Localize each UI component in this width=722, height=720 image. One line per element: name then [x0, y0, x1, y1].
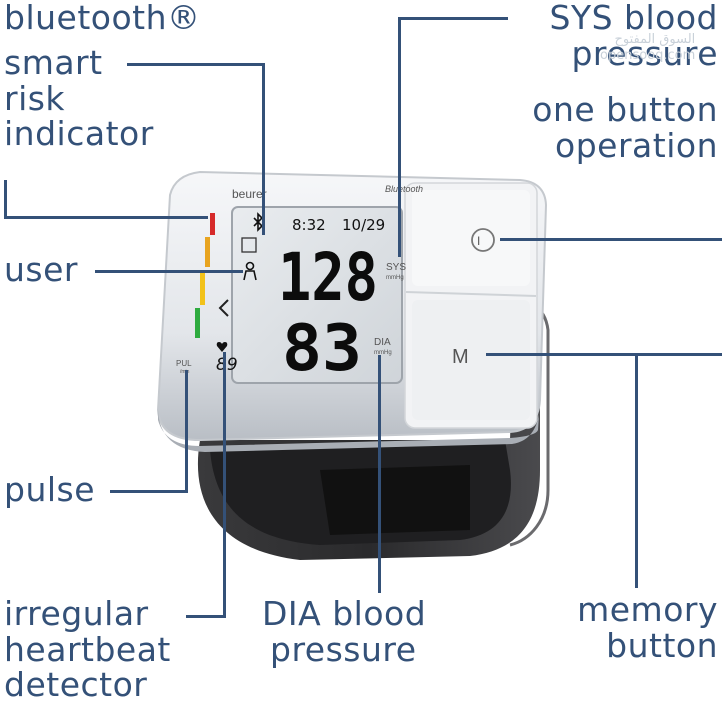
label-sys: SYS blood pressure — [549, 0, 718, 73]
sys-readout: 128 — [278, 239, 378, 316]
risk-bar-red — [210, 213, 215, 235]
label-memory: memory button — [577, 590, 718, 665]
label-dia: DIA blood pressure — [262, 594, 427, 669]
heart-icon — [216, 342, 228, 352]
dia-unit: mmHg — [374, 350, 392, 356]
label-one-button: one button operation — [532, 90, 718, 165]
sys-unit: mmHg — [386, 275, 404, 281]
leader-risk-v — [4, 180, 7, 218]
leader-memory-h — [486, 353, 722, 356]
label-user: user — [4, 250, 78, 289]
label-irregular: irregular heartbeat detector — [4, 594, 171, 705]
pul-unit: /min — [180, 369, 190, 375]
bluetooth-icon — [253, 212, 264, 232]
leader-smart-v — [262, 63, 265, 235]
arrow-icon — [218, 299, 229, 317]
label-smart-risk: smart risk indicator — [4, 43, 154, 154]
risk-bar-orange — [205, 237, 210, 267]
risk-bar-green — [195, 308, 200, 338]
sys-tag: SYS — [386, 262, 406, 273]
user-icon — [243, 261, 257, 281]
leader-dia — [378, 355, 381, 593]
power-button-label[interactable]: I — [477, 234, 480, 248]
brand-logo: beurer — [232, 187, 267, 201]
leader-sys-h — [398, 17, 508, 20]
lcd-time: 8:32 — [292, 216, 326, 234]
risk-bar-yellow — [200, 270, 205, 305]
pulse-readout: 89 — [216, 355, 238, 375]
lcd-date: 10/29 — [342, 216, 385, 234]
leader-pulse-v — [185, 370, 188, 493]
label-pulse: pulse — [4, 470, 96, 509]
leader-irregular-v — [223, 352, 226, 618]
label-bluetooth: bluetooth® — [4, 0, 201, 37]
bluetooth-mark: Bluetooth — [385, 184, 423, 194]
leader-risk-h — [4, 216, 208, 219]
leader-sys-v — [398, 17, 401, 257]
memory-button[interactable]: M — [452, 346, 469, 368]
watermark: السوق المفتوح opensooq.com — [600, 32, 696, 63]
lcd-screen — [195, 206, 403, 384]
leader-smart-h — [127, 63, 265, 66]
leader-memory-v — [635, 353, 638, 588]
pul-tag: PUL — [176, 359, 192, 368]
leader-irregular-h — [186, 615, 226, 618]
dia-readout: 83 — [282, 312, 362, 386]
leader-pulse-h — [110, 490, 188, 493]
leader-user — [95, 270, 243, 273]
dia-tag: DIA — [374, 337, 391, 348]
memory-icon — [241, 237, 257, 253]
power-icon[interactable] — [471, 228, 495, 252]
cuff-band — [197, 288, 550, 560]
leader-onebutton — [500, 238, 722, 241]
